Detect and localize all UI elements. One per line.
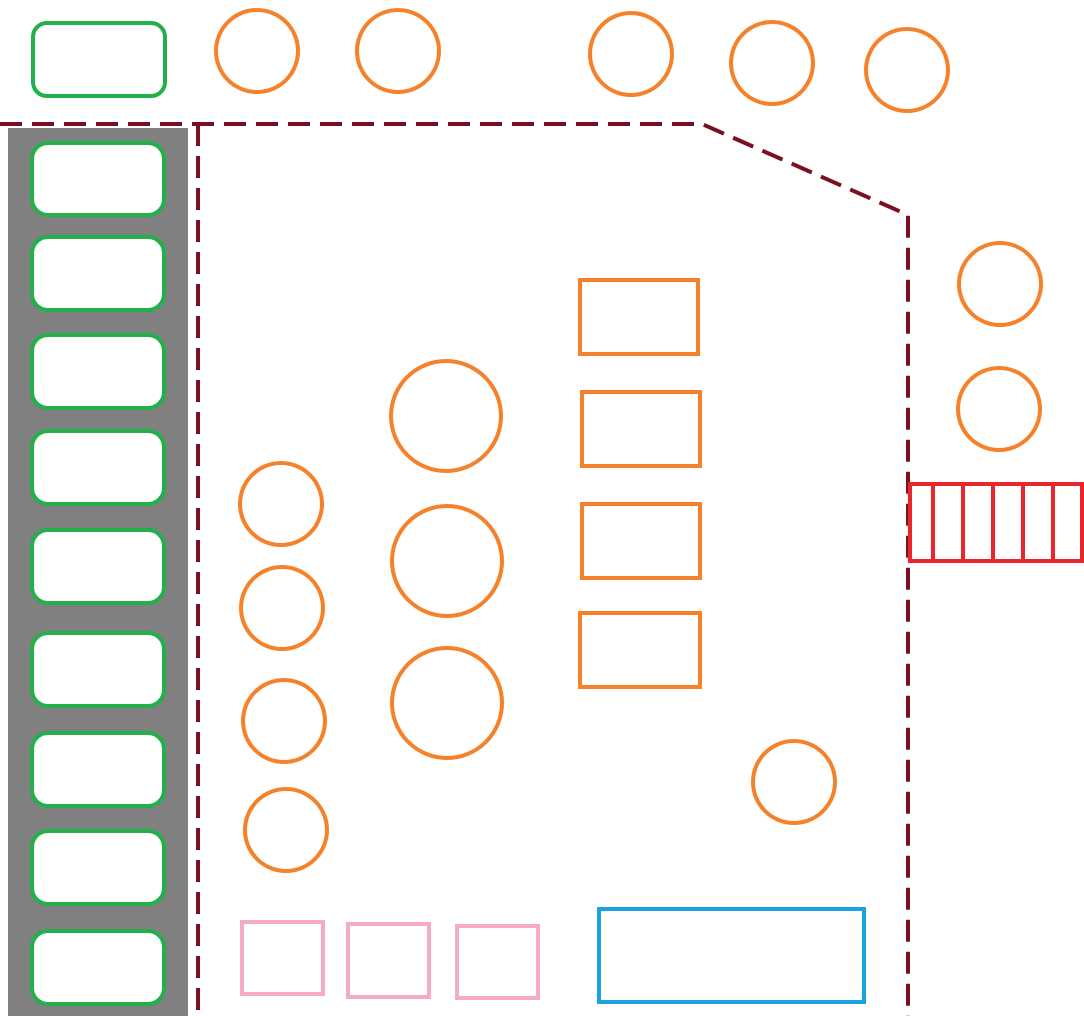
- right-circle-1: [957, 241, 1043, 327]
- orange-rect-1: [578, 278, 700, 356]
- dashed-boundary-line: [0, 122, 910, 1016]
- top-circle-4: [729, 20, 815, 106]
- orange-rectangles: [578, 278, 702, 689]
- small-circle-3: [241, 678, 327, 764]
- large-circle-2: [390, 504, 504, 618]
- orange-rect-4: [578, 611, 702, 689]
- red-hatched-block: [908, 482, 1084, 563]
- column-box-2: [30, 235, 166, 312]
- right-circle-2: [956, 366, 1042, 452]
- red-hatched-outline: [908, 482, 1084, 563]
- pink-square-1: [240, 920, 325, 996]
- small-circle-4: [243, 787, 329, 873]
- column-box-5: [30, 528, 166, 605]
- lower-right-circle: [751, 739, 837, 825]
- pink-square-3: [455, 924, 540, 1000]
- blue-rectangle: [597, 907, 866, 1004]
- top-circle-3: [588, 11, 674, 97]
- column-box-8: [30, 829, 166, 906]
- column-box-3: [30, 333, 166, 410]
- pink-square-2: [346, 922, 431, 999]
- left-column-boxes: [30, 141, 166, 1006]
- pink-squares: [240, 920, 540, 1000]
- top-circle-1: [214, 8, 300, 94]
- column-box-9: [30, 929, 166, 1006]
- orange-rect-3: [580, 502, 702, 580]
- top-circle-5: [864, 27, 950, 113]
- large-circle-3: [390, 646, 504, 760]
- orange-circles: [214, 8, 1043, 873]
- large-circle-1: [389, 359, 503, 473]
- orange-rect-2: [580, 390, 702, 468]
- column-box-4: [30, 429, 166, 506]
- column-box-7: [30, 731, 166, 808]
- small-circle-1: [238, 461, 324, 547]
- top-circle-2: [355, 8, 441, 94]
- column-box-6: [30, 631, 166, 708]
- small-circle-2: [239, 565, 325, 651]
- top-green-rounded-box: [31, 21, 167, 98]
- column-box-1: [30, 141, 166, 217]
